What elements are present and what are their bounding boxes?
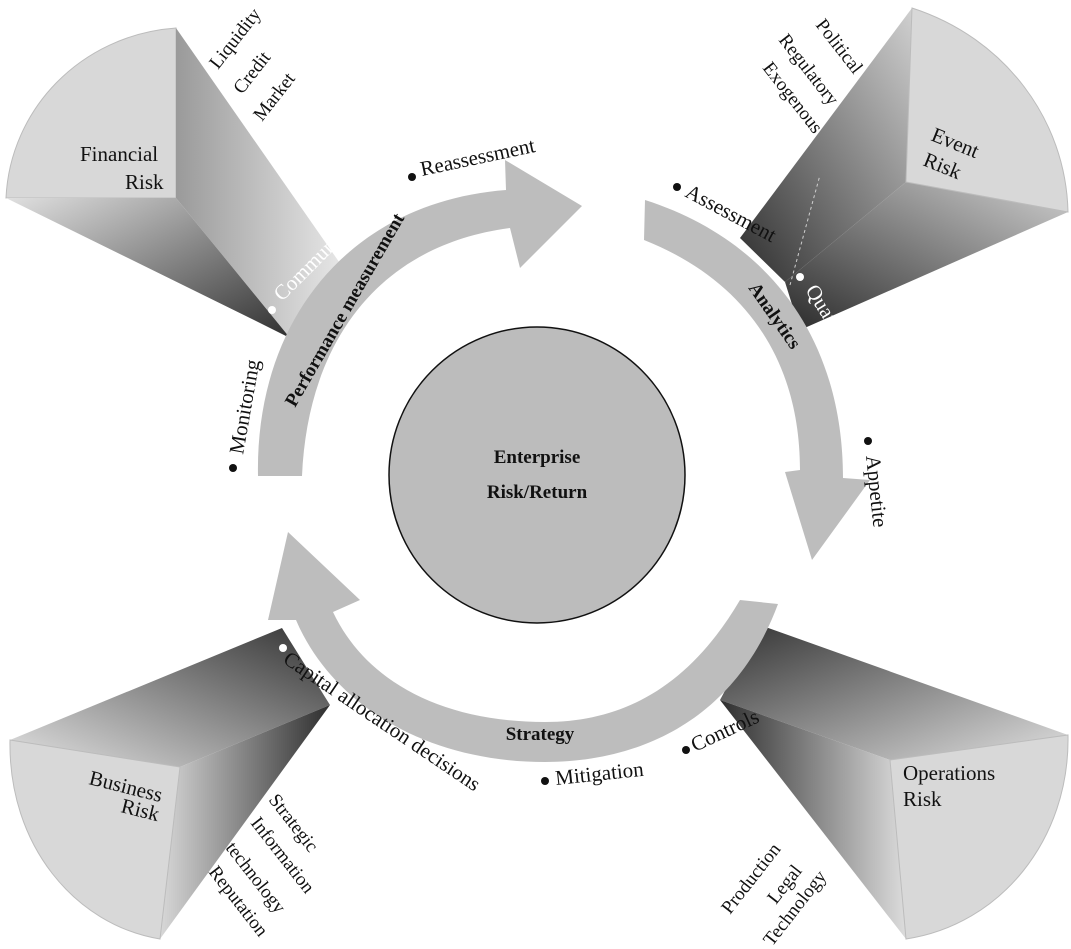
center-label-line2: Risk/Return	[487, 482, 588, 503]
step-mitigation-label: Mitigation	[554, 757, 645, 790]
step-appetite: Appetite	[861, 437, 892, 528]
bullet-dot	[541, 777, 549, 785]
analytics-arrow	[644, 200, 870, 560]
event-risk-wedge	[740, 7, 1069, 330]
bullet-dot	[864, 437, 872, 445]
operations-risk-wedge	[720, 625, 1069, 940]
bullet-dot	[268, 306, 276, 314]
center-label-line1: Enterprise	[494, 447, 581, 468]
operations-risk-label-line1: Operations	[903, 761, 995, 785]
bullet-dot	[682, 746, 690, 754]
bullet-dot	[796, 273, 804, 281]
financial-risk-wedge	[5, 27, 360, 338]
bullet-dot	[673, 183, 681, 191]
operations-risk-label-line2: Risk	[903, 787, 942, 811]
center-circle	[388, 326, 686, 624]
step-appetite-label: Appetite	[861, 454, 892, 528]
bullet-dot	[279, 644, 287, 652]
strategy-label: Strategy	[506, 724, 575, 745]
step-monitoring-label: Monitoring	[224, 357, 264, 456]
bullet-dot	[229, 464, 237, 472]
bullet-dot	[408, 173, 416, 181]
business-risk-wedge	[9, 628, 330, 940]
financial-risk-label-line1: Financial	[80, 142, 158, 166]
financial-risk-label-line2: Risk	[125, 170, 164, 194]
performance-measurement-arrow	[257, 160, 582, 476]
strategy-arrow	[268, 532, 778, 762]
